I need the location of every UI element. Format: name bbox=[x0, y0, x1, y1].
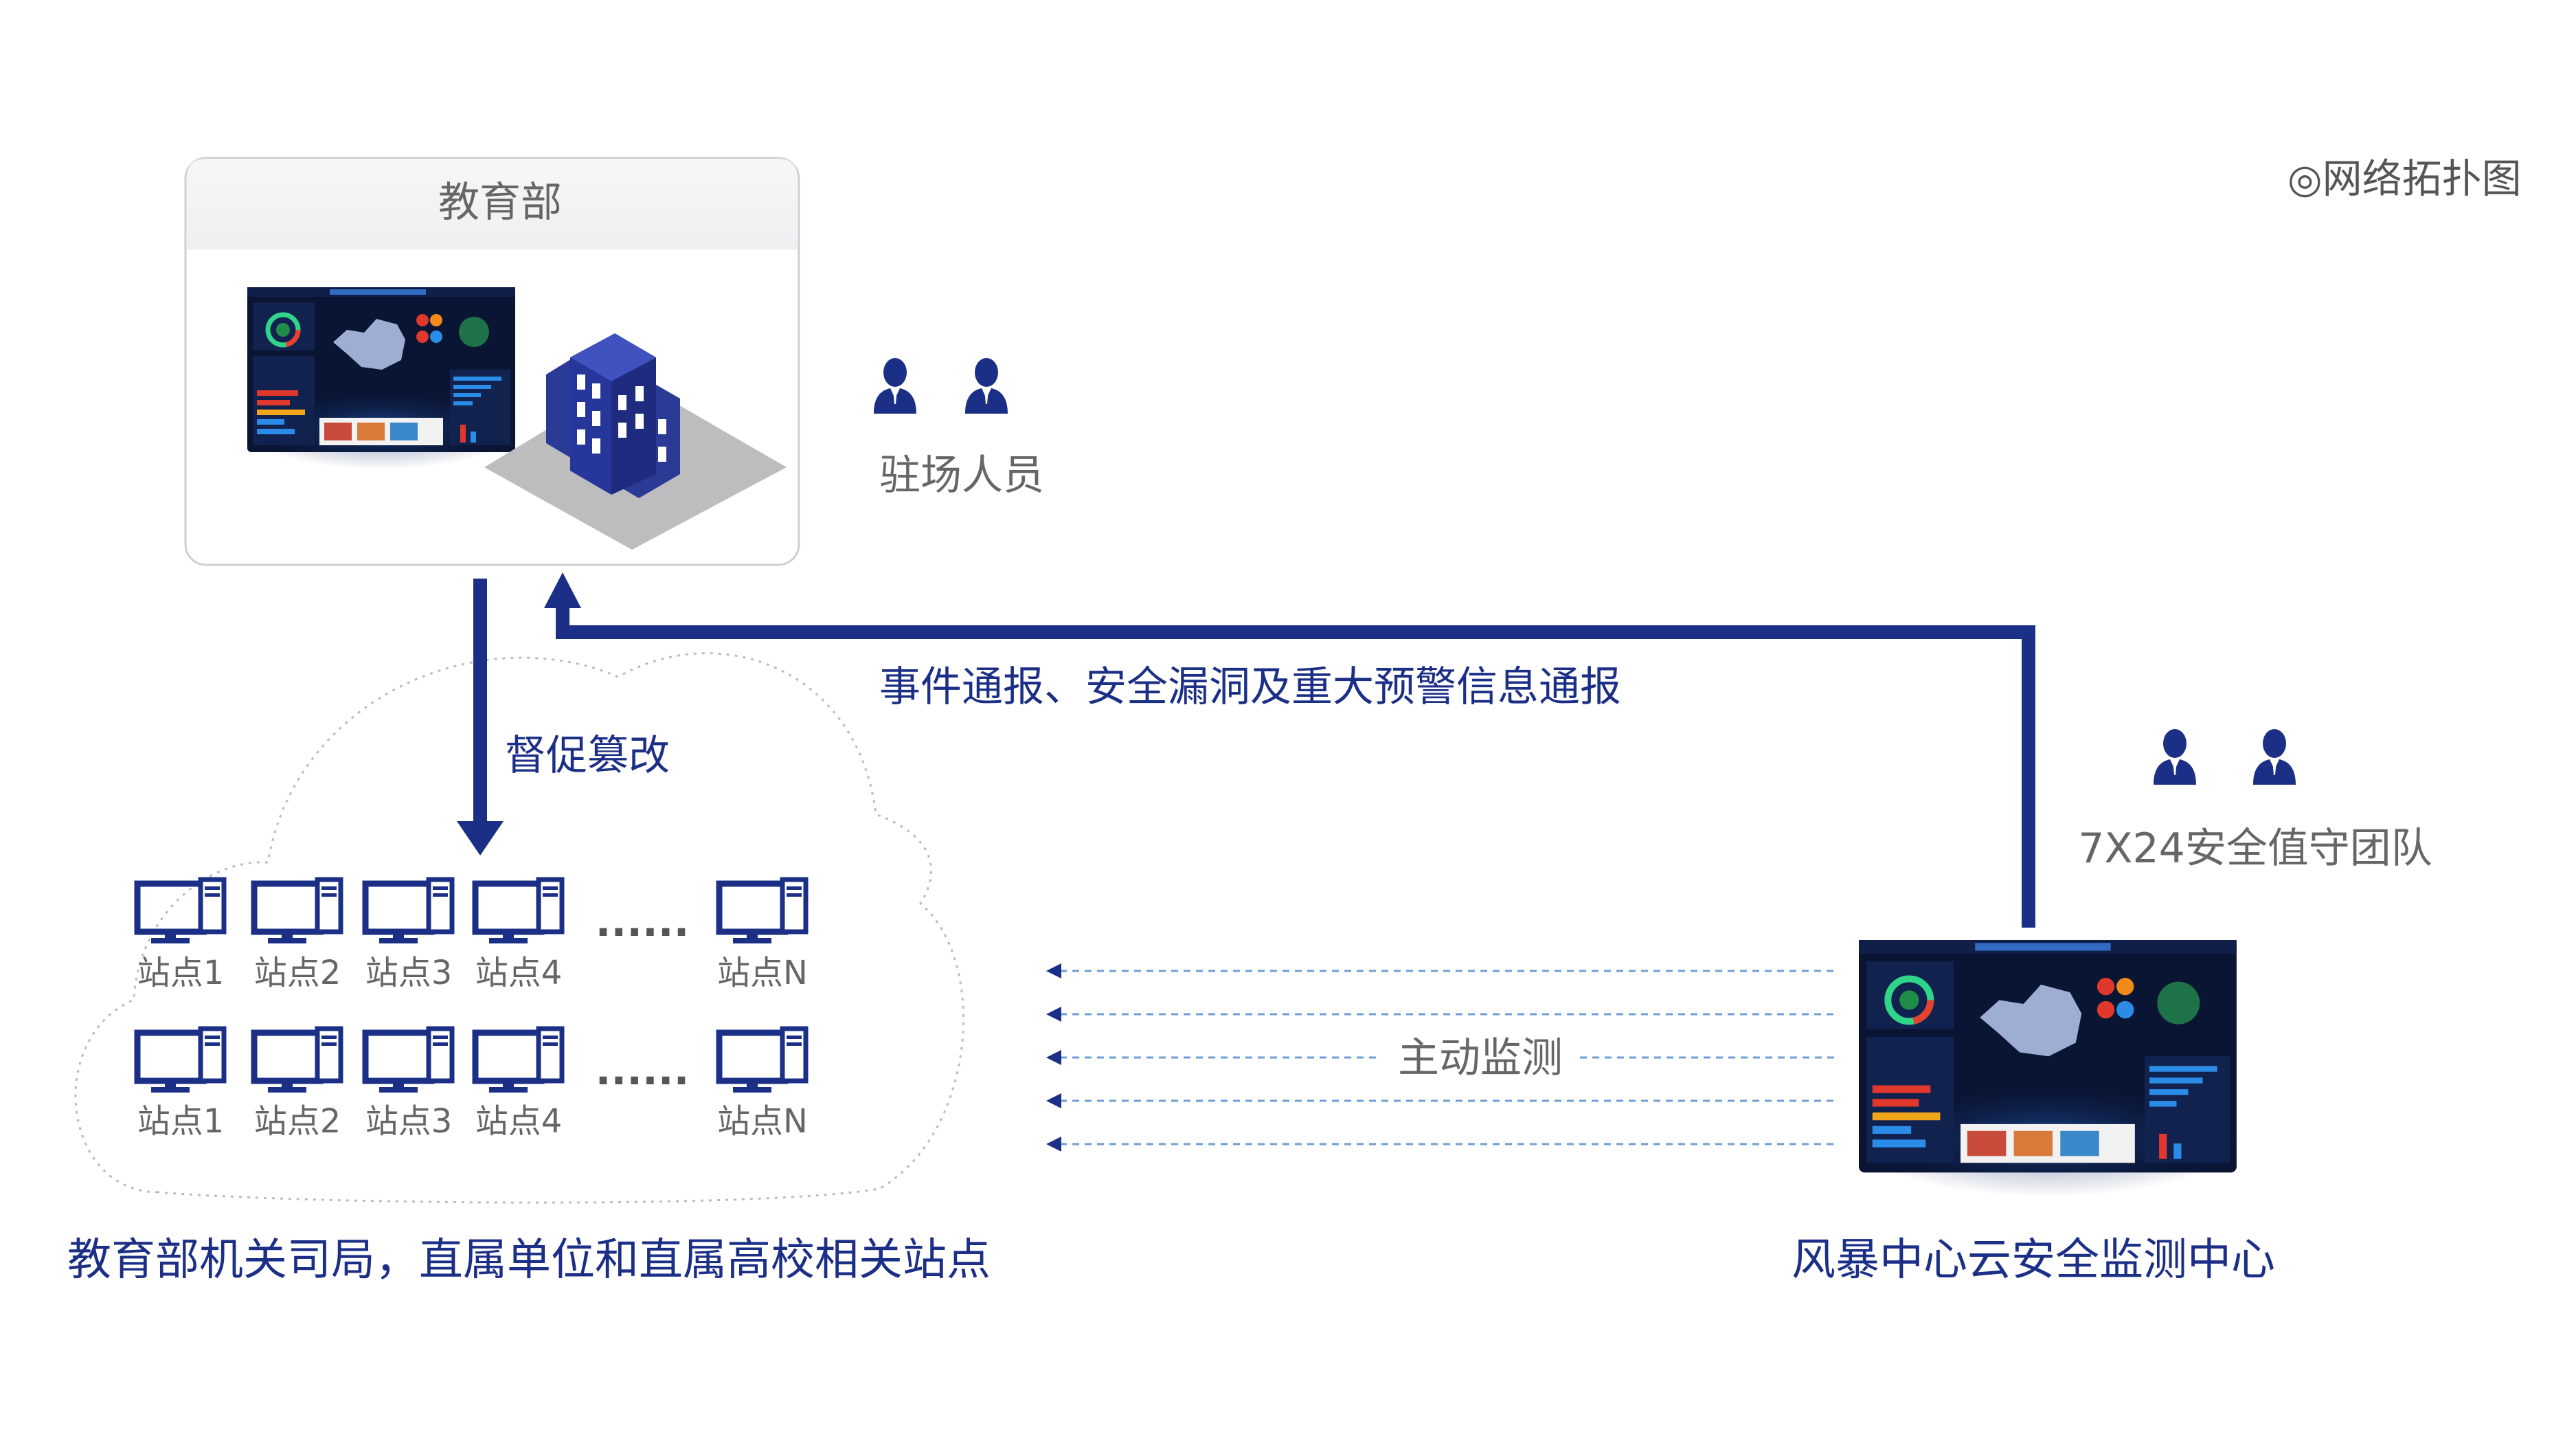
ministry-dashboard-screen bbox=[244, 287, 519, 469]
site-label: 站点4 bbox=[475, 1102, 563, 1141]
computer-icon bbox=[365, 880, 452, 943]
person-icon bbox=[874, 358, 916, 414]
site-label: 站点2 bbox=[254, 954, 341, 992]
computer-icon bbox=[137, 1029, 224, 1093]
onsite-staff-label: 驻场人员 bbox=[879, 451, 1044, 500]
site-label: 站点3 bbox=[365, 1102, 453, 1141]
site-label: 站点N bbox=[717, 1102, 808, 1141]
site-label: 站点N bbox=[717, 954, 808, 992]
person-icon bbox=[2154, 729, 2196, 785]
sites-caption: 教育部机关司局，直属单位和直属高校相关站点 bbox=[67, 1235, 991, 1286]
computer-icon bbox=[475, 1029, 562, 1093]
duty-team-group: 7X24安全值守团队 bbox=[2078, 729, 2432, 873]
corner-title: ◎网络拓扑图 bbox=[2287, 155, 2522, 202]
computer-icon bbox=[475, 880, 562, 943]
computer-icon bbox=[365, 1029, 452, 1093]
computer-icon bbox=[719, 880, 806, 943]
sites-ellipsis: ...... bbox=[596, 1047, 690, 1095]
center-dashboard-screen bbox=[1854, 940, 2241, 1197]
duty-team-label: 7X24安全值守团队 bbox=[2078, 825, 2432, 873]
onsite-staff-group: 驻场人员 bbox=[874, 358, 1044, 500]
monitor-arrows bbox=[1060, 970, 1834, 1145]
person-icon bbox=[965, 358, 1008, 414]
computer-icon bbox=[137, 880, 224, 943]
monitor-arrowheads bbox=[1046, 963, 1061, 1152]
person-icon bbox=[2253, 729, 2296, 785]
sites-grid: 站点1 站点2 站点3 站点4 站点N ...... 站点1 站点2 站点3 站… bbox=[137, 880, 808, 1141]
computer-icon bbox=[254, 1029, 341, 1093]
report-arrow-label: 事件通报、安全漏洞及重大预警信息通报 bbox=[879, 663, 1621, 711]
supervise-arrow-label: 督促篡改 bbox=[505, 732, 670, 780]
sites-ellipsis: ...... bbox=[596, 898, 690, 946]
computer-icon bbox=[719, 1029, 806, 1093]
site-label: 站点4 bbox=[475, 954, 563, 992]
center-caption: 风暴中心云安全监测中心 bbox=[1792, 1235, 2275, 1286]
monitor-label: 主动监测 bbox=[1398, 1034, 1563, 1082]
ministry-title: 教育部 bbox=[438, 179, 562, 227]
site-label: 站点2 bbox=[254, 1102, 341, 1141]
site-label: 站点1 bbox=[137, 954, 225, 992]
report-arrow: 事件通报、安全漏洞及重大预警信息通报 bbox=[544, 572, 2035, 928]
computer-icon bbox=[254, 880, 341, 943]
supervise-arrow: 督促篡改 bbox=[457, 579, 670, 855]
site-label: 站点1 bbox=[137, 1102, 225, 1141]
building-icon bbox=[484, 333, 787, 550]
sites-cloud bbox=[74, 652, 964, 1204]
site-label: 站点3 bbox=[365, 954, 453, 992]
